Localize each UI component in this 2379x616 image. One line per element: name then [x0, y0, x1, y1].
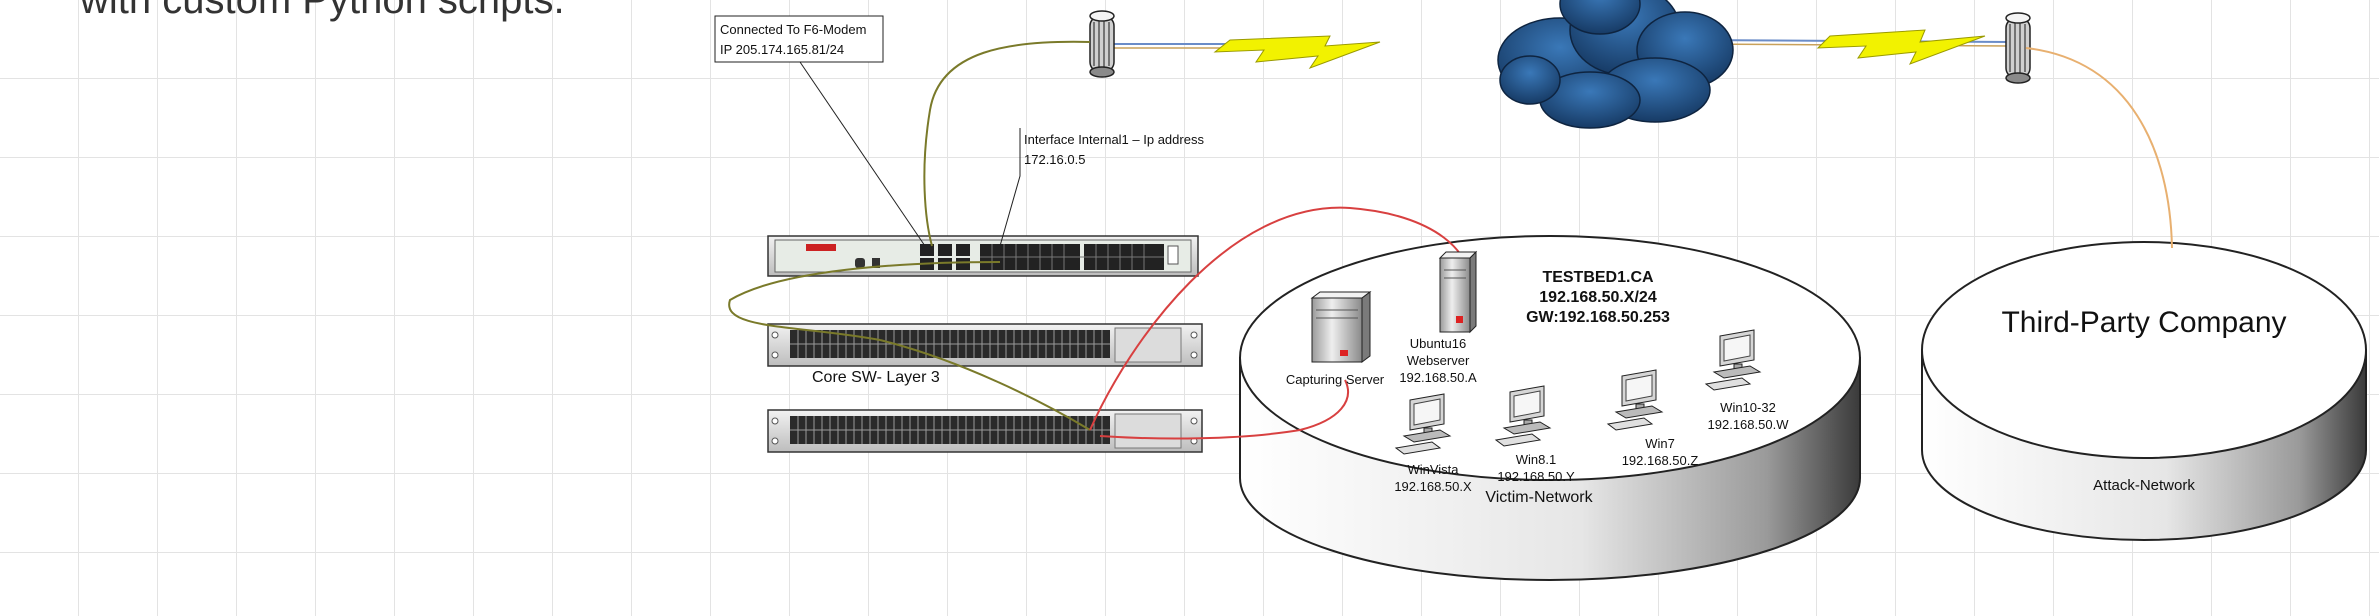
winvista-label-line: 192.168.50.X [1394, 479, 1472, 494]
interface-callout-line1: Interface Internal1 – Ip address [1024, 132, 1204, 147]
victim-network-subnet: 192.168.50.X/24 [1539, 289, 1657, 306]
win10-32-pc-icon [1704, 329, 1762, 391]
win8-1-label-line: 192.168.50.Y [1497, 469, 1575, 484]
win8-1-pc-icon [1494, 385, 1552, 447]
interface-callout: Interface Internal1 – Ip address 172.16.… [999, 128, 1204, 247]
cable-firewall-to-core [728, 261, 1001, 341]
victim-network-cylinder [1239, 235, 1861, 581]
internet-cloud-icon [1497, 0, 1734, 129]
winvista-pc-icon [1394, 393, 1452, 455]
modem-callout-line1: Connected To F6-Modem [720, 22, 866, 37]
firewall-device [767, 235, 1199, 277]
cable-modem-to-firewall [923, 40, 1091, 247]
capturing-server-icon [1310, 291, 1372, 363]
ubuntu16-webserver-label-line: Ubuntu16 [1410, 336, 1466, 351]
attack-network-label: Attack-Network [2093, 477, 2195, 494]
access-switch-device [767, 409, 1203, 453]
win7-pc-icon [1606, 369, 1664, 431]
ubuntu-webserver-icon [1438, 250, 1478, 334]
ubuntu16-webserver-label-line: Webserver [1407, 353, 1470, 368]
winvista-label-line: WinVista [1407, 462, 1459, 477]
win10-32-label-line: 192.168.50.W [1708, 417, 1790, 432]
heading-fragment: with custom Python scripts. [80, 0, 565, 22]
modem-callout: Connected To F6-Modem IP 205.174.165.81/… [714, 15, 926, 247]
cable-core-to-access [879, 339, 1091, 431]
cable-access-to-capture [1099, 379, 1349, 440]
cable-router-to-attack [2025, 47, 2173, 249]
wan-link-left [1110, 35, 1381, 70]
victim-network-name: TESTBED1.CA [1542, 269, 1654, 286]
win8-1-label-line: Win8.1 [1516, 452, 1556, 467]
victim-network-gateway: GW:192.168.50.253 [1526, 309, 1670, 326]
modem-callout-line2: IP 205.174.165.81/24 [720, 42, 844, 57]
core-switch-device [767, 323, 1203, 367]
lightning-bolt-right [1816, 29, 1986, 65]
win7-label-line: Win7 [1645, 436, 1675, 451]
third-party-company-label: Third-Party Company [2001, 306, 2286, 339]
core-switch-label: Core SW- Layer 3 [812, 369, 940, 386]
capturing-server-label-line: Capturing Server [1286, 372, 1385, 387]
win10-32-label-line: Win10-32 [1720, 400, 1776, 415]
lightning-bolt-left [1213, 35, 1381, 70]
attack-network-cylinder [1921, 241, 2367, 541]
ubuntu16-webserver-label-line: 192.168.50.A [1399, 370, 1477, 385]
wan-link-right [1689, 29, 2011, 65]
modem-device-icon [1089, 10, 1115, 78]
interface-callout-line2: 172.16.0.5 [1024, 152, 1085, 167]
win7-label-line: 192.168.50.Z [1622, 453, 1699, 468]
victim-network-label: Victim-Network [1485, 489, 1593, 506]
